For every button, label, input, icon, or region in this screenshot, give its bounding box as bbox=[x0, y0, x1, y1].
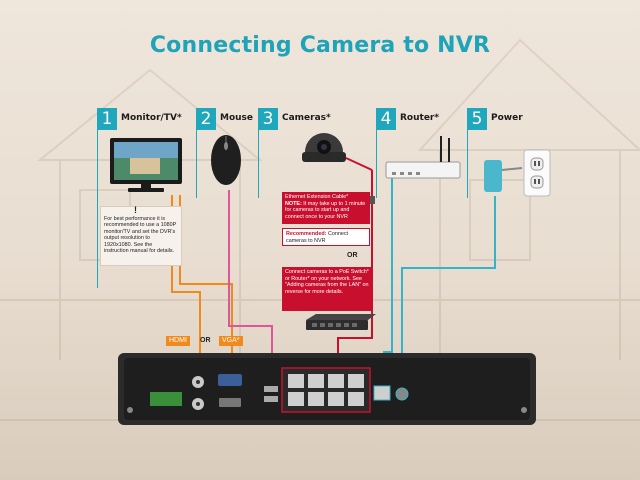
warning-icon: ! bbox=[134, 205, 137, 215]
step-4-number: 4 bbox=[376, 108, 396, 130]
vga-tag: VGA* bbox=[219, 336, 243, 346]
step-3-number: 3 bbox=[258, 108, 278, 130]
vga-cable bbox=[180, 195, 232, 378]
video-or-label: OR bbox=[200, 337, 211, 344]
camera-note-box: Ethernet Extension Cable* NOTE: It may t… bbox=[282, 192, 370, 224]
step-3-divider bbox=[258, 108, 259, 198]
monitor-image bbox=[110, 138, 182, 192]
step-2-label: Mouse bbox=[220, 113, 253, 123]
power-adapter-image bbox=[484, 150, 550, 196]
recommended-label: Recommended: bbox=[286, 231, 326, 237]
router-image bbox=[386, 136, 460, 178]
camera-or-label: OR bbox=[347, 252, 358, 259]
step-2-number: 2 bbox=[196, 108, 216, 130]
step-4-label: Router* bbox=[400, 113, 439, 123]
hdmi-tag: HDMI bbox=[166, 336, 190, 346]
poe-switch-image bbox=[306, 314, 376, 330]
router-cable bbox=[384, 178, 392, 380]
monitor-note-text: For best performance it is recommended t… bbox=[104, 216, 178, 254]
step-5-divider bbox=[467, 108, 468, 198]
note-label: NOTE: bbox=[285, 201, 302, 207]
step-4-divider bbox=[376, 108, 377, 198]
camera-image bbox=[302, 133, 372, 170]
recommended-box: Recommended: Connect cameras to NVR bbox=[282, 228, 370, 246]
diagram-title: Connecting Camera to NVR bbox=[0, 33, 640, 58]
step-3-label: Cameras* bbox=[282, 113, 331, 123]
nvr-image bbox=[118, 353, 536, 425]
step-1-label: Monitor/TV* bbox=[121, 113, 182, 123]
step-1-divider bbox=[97, 108, 98, 288]
poe-switch-note: Connect cameras to a PoE Switch* or Rout… bbox=[282, 267, 372, 311]
step-5-number: 5 bbox=[467, 108, 487, 130]
step-1-number: 1 bbox=[97, 108, 117, 130]
step-2-divider bbox=[196, 108, 197, 198]
mouse-image bbox=[211, 135, 241, 185]
step-5-label: Power bbox=[491, 113, 523, 123]
